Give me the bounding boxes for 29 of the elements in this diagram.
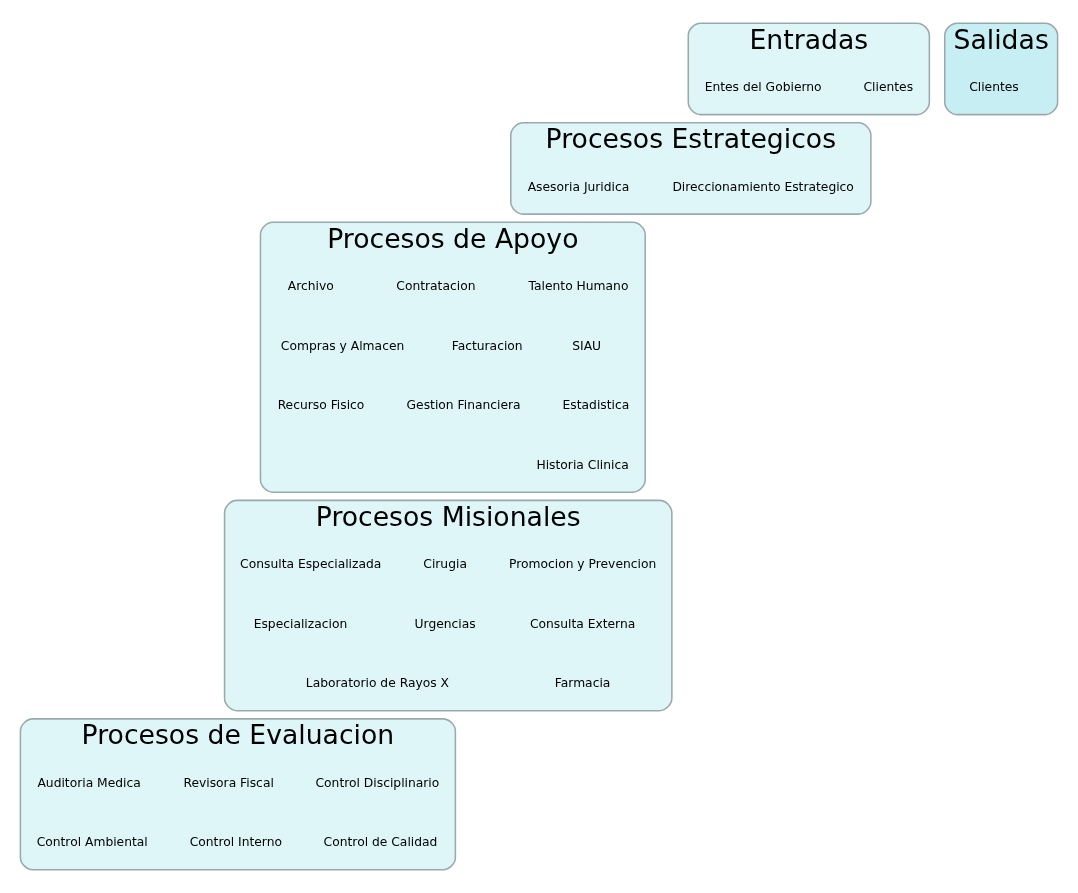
node-text: Auditoria Medica: [37, 775, 141, 790]
node-text: Farmacia: [554, 676, 611, 691]
node-text: Consulta Externa: [529, 616, 636, 631]
node-text: Entes del Gobierno: [704, 80, 822, 95]
node-text: Facturacion: [451, 338, 523, 353]
node-text: Cirugia: [423, 557, 467, 572]
node-text: Direccionamiento Estrategico: [672, 179, 854, 194]
node-text: Control de Calidad: [323, 835, 438, 850]
node-text: Talento Humano: [528, 279, 629, 294]
node-text: Compras y Almacen: [280, 338, 405, 353]
node-text: Historia Clinica: [536, 457, 629, 472]
node-text: Laboratorio de Rayos X: [305, 676, 450, 691]
node-text: Consulta Especializada: [240, 557, 382, 572]
node-text: Contratacion: [396, 279, 476, 294]
node-text: Control Interno: [189, 835, 283, 850]
node-text: Revisora Fiscal: [183, 775, 274, 790]
node-text: SIAU: [572, 338, 602, 353]
node-text: Control Ambiental: [36, 835, 148, 850]
node-text: Archivo: [287, 279, 334, 294]
node-text: Clientes: [863, 80, 914, 95]
node-text: Promocion y Prevencion: [508, 557, 657, 572]
node-text: Gestion Financiera: [406, 398, 521, 413]
node-text: Control Disciplinario: [315, 775, 440, 790]
node-text: Recurso Fisico: [277, 398, 365, 413]
node-text: Clientes: [969, 80, 1019, 95]
node-text: Asesoria Juridica: [527, 179, 630, 194]
node-text: Estadistica: [562, 398, 630, 413]
node-text: Urgencias: [414, 616, 476, 631]
node-text: Especializacion: [253, 616, 348, 631]
